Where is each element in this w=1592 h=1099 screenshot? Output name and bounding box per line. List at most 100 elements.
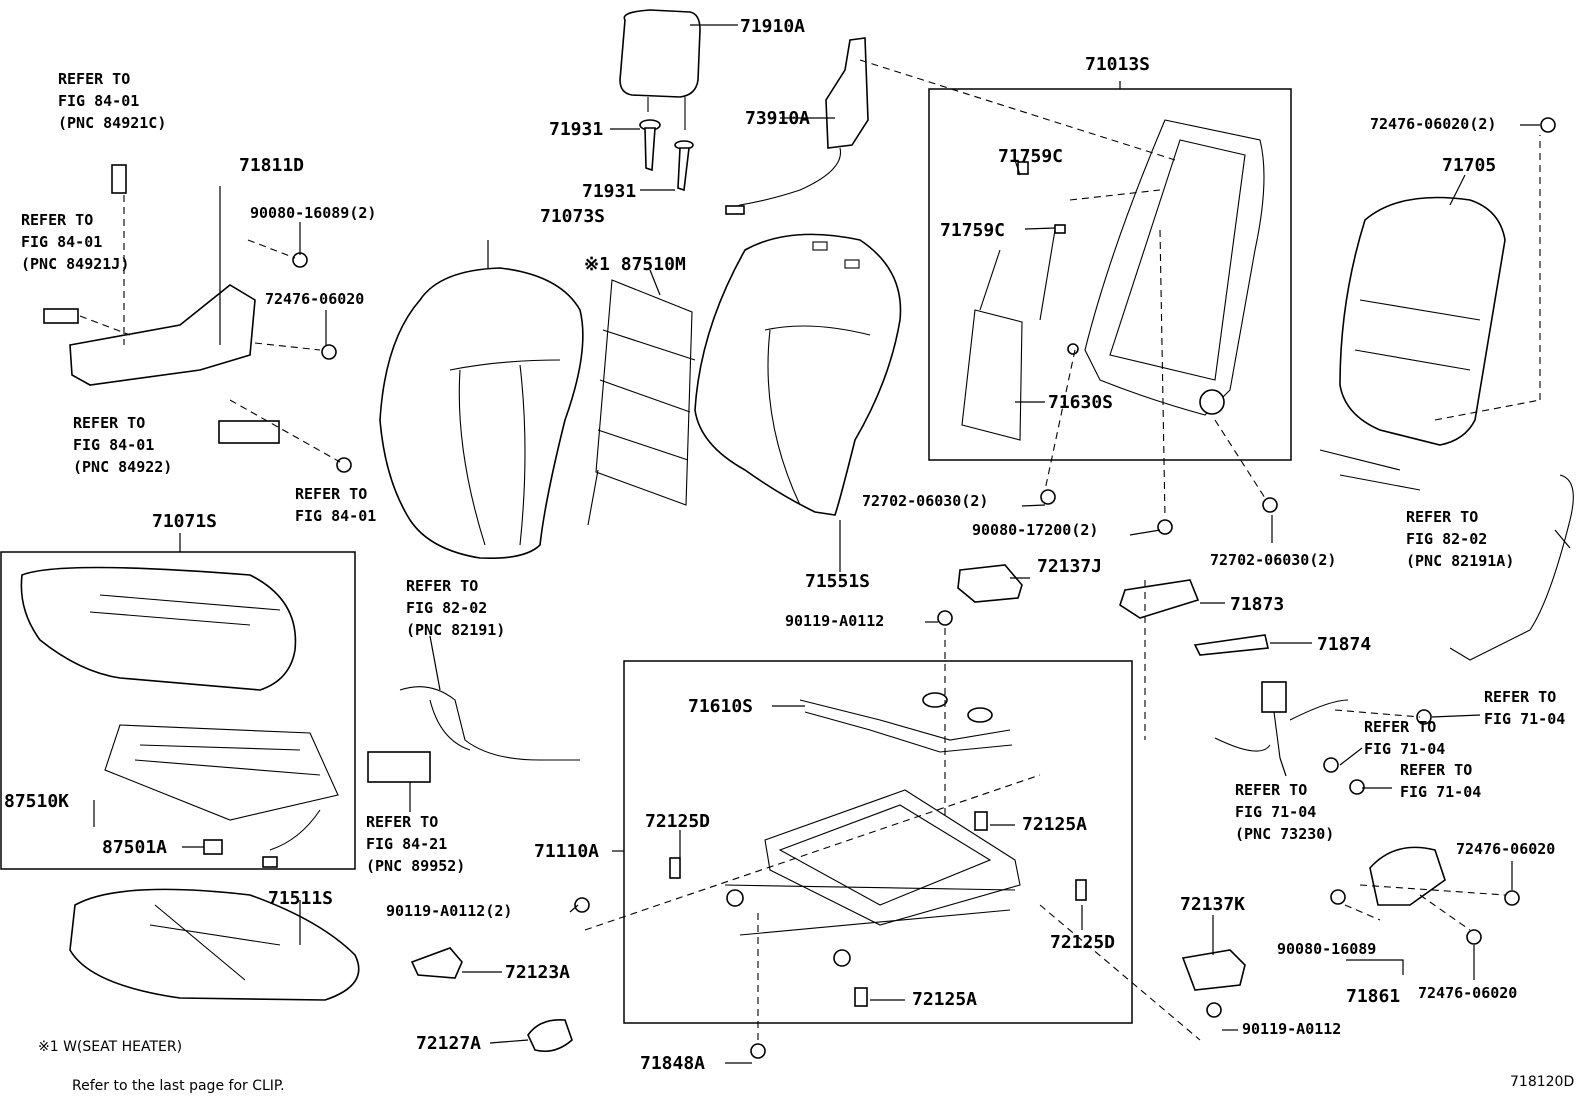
seatbelt-buckle-drawing	[1214, 681, 1349, 759]
label-71874: 71874	[1317, 634, 1371, 655]
refer-89952-line2: FIG 84-21	[366, 835, 447, 853]
label-72476-06020-2-top: 72476-06020(2)	[1370, 115, 1496, 133]
cover-72127A-drawing	[527, 1018, 573, 1053]
label-72125A-right: 72125A	[1022, 814, 1087, 835]
refer-84-01-line2: FIG 84-01	[295, 507, 376, 525]
label-72702-06030-2-a: 72702-06030(2)	[862, 492, 988, 510]
cover-72123A-drawing	[410, 947, 463, 979]
seat-spring-drawing	[799, 692, 1013, 753]
seatback-frame-box	[928, 88, 1292, 461]
assembly-guide-lines	[79, 59, 1541, 1041]
cover-71861-drawing	[1369, 846, 1446, 906]
side-airbag-drawing	[725, 37, 869, 215]
clip-note: Refer to the last page for CLIP.	[72, 1078, 285, 1094]
label-72123A: 72123A	[505, 962, 570, 983]
label-90119-A0112-bottom: 90119-A0112	[1242, 1020, 1341, 1038]
label-72125D-right: 72125D	[1050, 932, 1115, 953]
label-72125A-bottom: 72125A	[912, 989, 977, 1010]
cover-72137J-drawing	[957, 564, 1023, 603]
refer-73230-line1: REFER TO	[1235, 781, 1307, 799]
headrest-guide-drawing	[639, 119, 694, 192]
label-71848A: 71848A	[640, 1053, 705, 1074]
label-87510K: 87510K	[4, 791, 69, 812]
label-73910A: 73910A	[745, 108, 810, 129]
refer-82191A-line1: REFER TO	[1406, 508, 1478, 526]
label-71759C-lower: 71759C	[940, 220, 1005, 241]
label-71931-lower: 71931	[582, 181, 636, 202]
seatback-pad-drawing	[379, 267, 584, 560]
refer-71-04-c-line2: FIG 71-04	[1400, 783, 1481, 801]
label-71931-upper: 71931	[549, 119, 603, 140]
bolt-drawings	[292, 117, 1556, 1059]
refer-notes: REFER TO FIG 84-01 (PNC 84921C) REFER TO…	[21, 70, 1565, 875]
label-71759C-upper: 71759C	[998, 146, 1063, 167]
label-87510M: ※1 87510M	[584, 254, 686, 275]
label-90080-16089: 90080-16089	[1277, 940, 1376, 958]
clip-72125A-bottom-drawing	[854, 987, 868, 1007]
refer-84921J-line1: REFER TO	[21, 211, 93, 229]
heater-note: ※1 W(SEAT HEATER)	[38, 1039, 182, 1055]
label-71861: 71861	[1346, 986, 1400, 1007]
wire-harness-drawing	[367, 686, 580, 783]
cushion-pad-drawing	[20, 566, 297, 691]
refer-73230-line3: (PNC 73230)	[1235, 825, 1334, 843]
label-71630S: 71630S	[1048, 392, 1113, 413]
label-72125D-left: 72125D	[645, 811, 710, 832]
refer-84-01-line1: REFER TO	[295, 485, 367, 503]
refer-71-04-b-line1: REFER TO	[1364, 718, 1436, 736]
label-90080-17200-2: 90080-17200(2)	[972, 521, 1098, 539]
part-labels: 71910A 73910A 71931 71931 71013S 71759C …	[4, 16, 1555, 1074]
refer-71-04-a-line2: FIG 71-04	[1484, 710, 1565, 728]
label-71511S: 71511S	[268, 888, 333, 909]
refer-82191A-line2: FIG 82-02	[1406, 530, 1487, 548]
clip-72125A-right-drawing	[974, 811, 988, 831]
clip-72125D-left-drawing	[669, 857, 681, 879]
refer-82191-line3: (PNC 82191)	[406, 621, 505, 639]
label-72476-06020-r1: 72476-06020	[1456, 840, 1555, 858]
label-90080-16089-2: 90080-16089(2)	[250, 204, 376, 222]
seatback-heater-drawing	[587, 279, 696, 526]
label-72137J: 72137J	[1037, 556, 1102, 577]
refer-84921J-line3: (PNC 84921J)	[21, 255, 129, 273]
refer-84921C-line3: (PNC 84921C)	[58, 114, 166, 132]
label-71811D: 71811D	[239, 155, 304, 176]
label-87501A: 87501A	[102, 837, 167, 858]
label-72137K: 72137K	[1180, 894, 1245, 915]
label-90119-A0112-2: 90119-A0112(2)	[386, 902, 512, 920]
label-71073S: 71073S	[540, 206, 605, 227]
label-90119-A0112-top: 90119-A0112	[785, 612, 884, 630]
refer-89952-line1: REFER TO	[366, 813, 438, 831]
cushion-cover-drawing	[69, 888, 360, 1001]
refer-84921C-line2: FIG 84-01	[58, 92, 139, 110]
label-71873: 71873	[1230, 594, 1284, 615]
seatback-cover-drawing	[694, 233, 902, 516]
seatback-frame-drawing	[1067, 119, 1265, 416]
figure-code: 718120D	[1510, 1074, 1574, 1090]
label-71013S: 71013S	[1085, 54, 1150, 75]
cover-71874-drawing	[1193, 634, 1269, 656]
refer-84922-line2: FIG 84-01	[73, 436, 154, 454]
seat-adjuster-drawing	[724, 789, 1021, 967]
refer-71-04-a-line1: REFER TO	[1484, 688, 1556, 706]
cover-71873-drawing	[1119, 579, 1200, 619]
refer-71-04-c-line1: REFER TO	[1400, 761, 1472, 779]
label-72702-06030-2-b: 72702-06030(2)	[1210, 551, 1336, 569]
refer-84922-line1: REFER TO	[73, 414, 145, 432]
label-71705: 71705	[1442, 155, 1496, 176]
refer-73230-line2: FIG 71-04	[1235, 803, 1316, 821]
refer-84922-line3: (PNC 84922)	[73, 458, 172, 476]
refer-71-04-b-line2: FIG 71-04	[1364, 740, 1445, 758]
refer-82191A-line3: (PNC 82191A)	[1406, 552, 1514, 570]
clip-72125D-right-drawing	[1075, 879, 1087, 901]
refer-84921J-line2: FIG 84-01	[21, 233, 102, 251]
label-71551S: 71551S	[805, 571, 870, 592]
seat-track-box	[623, 660, 1133, 1024]
leader-lines	[93, 24, 1571, 1064]
label-71610S: 71610S	[688, 696, 753, 717]
cover-72137K-drawing	[1181, 949, 1246, 991]
refer-84921C-line1: REFER TO	[58, 70, 130, 88]
seatback-board-drawing	[1319, 196, 1506, 491]
refer-82191-line1: REFER TO	[406, 577, 478, 595]
headrest-drawing	[619, 9, 701, 130]
